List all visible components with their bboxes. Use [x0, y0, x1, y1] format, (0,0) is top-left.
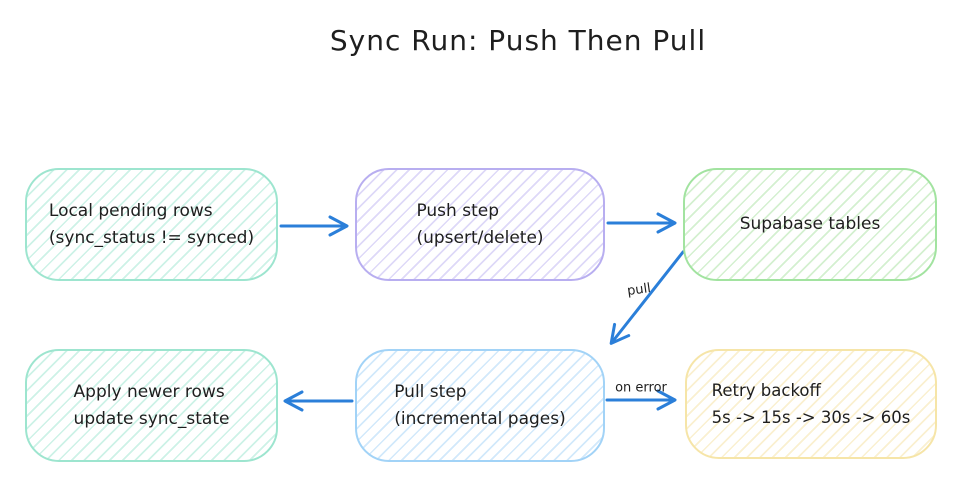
node-local-pending-line1: Local pending rows [48, 200, 213, 221]
node-push-step: Push step (upsert/delete) [355, 168, 605, 281]
node-supabase-tables-line1: Supabase tables [739, 214, 881, 234]
edge-label-pull: pull [626, 280, 652, 300]
node-apply-newer-line1: Apply newer rows [73, 381, 225, 402]
diagram-title: Sync Run: Push Then Pull [329, 24, 707, 57]
node-pull-step-line1: Pull step [394, 381, 467, 402]
node-supabase-tables: Supabase tables [683, 168, 937, 281]
node-local-pending-line2: (sync_status != synced) [48, 227, 255, 248]
node-retry-backoff-line2: 5s -> 15s -> 30s -> 60s [711, 408, 911, 427]
node-pull-step: Pull step (incremental pages) [355, 349, 605, 462]
arrow-supabase-to-pull [609, 250, 685, 345]
node-retry-backoff: Retry backoff 5s -> 15s -> 30s -> 60s [685, 349, 937, 459]
edge-label-on-error: on error [615, 380, 667, 396]
node-apply-newer-line2: update sync_state [73, 408, 230, 429]
node-apply-newer-rows: Apply newer rows update sync_state [25, 349, 278, 462]
node-local-pending-rows: Local pending rows (sync_status != synce… [25, 168, 278, 281]
node-push-step-line1: Push step [416, 200, 499, 221]
node-retry-backoff-line1: Retry backoff [711, 381, 821, 400]
node-push-step-line2: (upsert/delete) [416, 227, 544, 248]
node-pull-step-line2: (incremental pages) [394, 408, 566, 429]
